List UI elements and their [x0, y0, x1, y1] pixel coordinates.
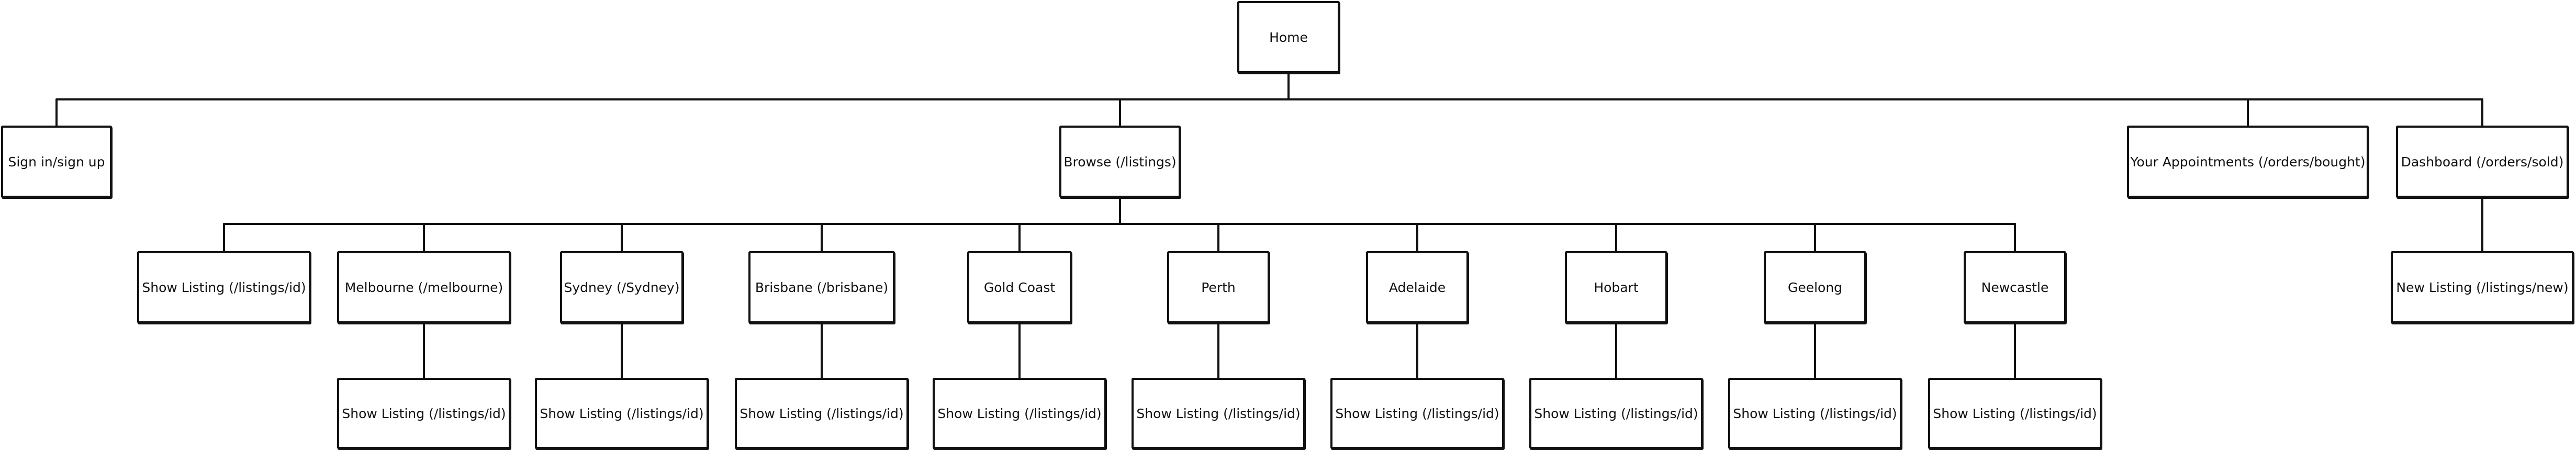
node-signin: Sign in/sign up	[1, 126, 112, 198]
node-melbourne: Melbourne (/melbourne)	[337, 251, 511, 323]
node-sydney: Sydney (/Sydney)	[560, 251, 684, 323]
node-newcastle: Newcastle	[1964, 251, 2066, 323]
node-newcastle-show-listing: Show Listing (/listings/id)	[1928, 378, 2102, 449]
node-appointments: Your Appointments (/orders/bought)	[2127, 126, 2369, 198]
node-dashboard: Dashboard (/orders/sold)	[2396, 126, 2569, 198]
node-browse-show-listing: Show Listing (/listings/id)	[137, 251, 311, 323]
node-geelong-show-listing: Show Listing (/listings/id)	[1728, 378, 1902, 449]
node-perth: Perth	[1167, 251, 1270, 323]
node-brisbane-show-listing: Show Listing (/listings/id)	[735, 378, 909, 449]
node-browse: Browse (/listings)	[1059, 126, 1181, 198]
node-hobart: Hobart	[1565, 251, 1667, 323]
node-new-listing: New Listing (/listings/new)	[2391, 251, 2574, 323]
node-goldcoast-show-listing: Show Listing (/listings/id)	[933, 378, 1106, 449]
node-hobart-show-listing: Show Listing (/listings/id)	[1529, 378, 1703, 449]
node-home: Home	[1237, 1, 1340, 73]
node-adelaide: Adelaide	[1366, 251, 1469, 323]
node-melbourne-show-listing: Show Listing (/listings/id)	[337, 378, 511, 449]
node-perth-show-listing: Show Listing (/listings/id)	[1132, 378, 1305, 449]
node-sydney-show-listing: Show Listing (/listings/id)	[535, 378, 709, 449]
node-adelaide-show-listing: Show Listing (/listings/id)	[1330, 378, 1504, 449]
node-geelong: Geelong	[1764, 251, 1866, 323]
node-brisbane: Brisbane (/brisbane)	[748, 251, 895, 323]
node-goldcoast: Gold Coast	[967, 251, 1072, 323]
